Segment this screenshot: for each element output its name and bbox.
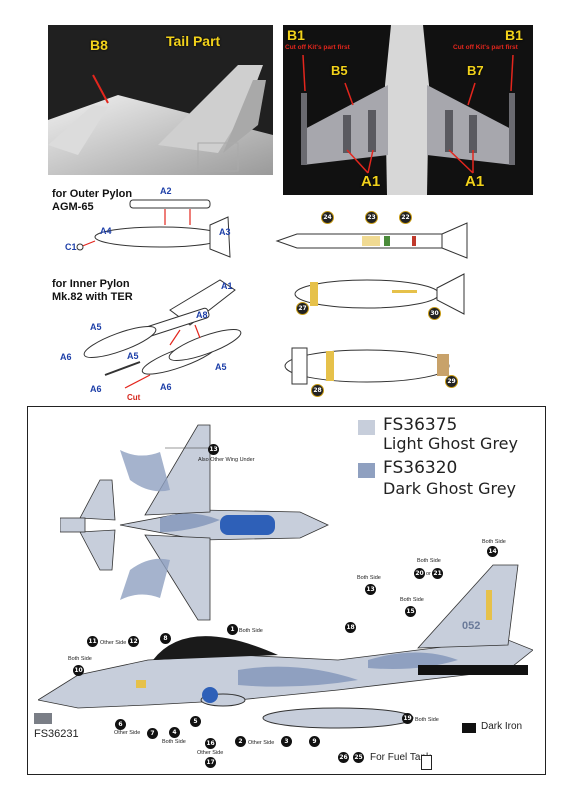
fuel-tank-note: For Fuel Tank — [370, 752, 431, 763]
stores-drawing — [275, 222, 468, 385]
callout-1-note: Both Side — [239, 628, 263, 634]
callout-13-plan: 13 — [208, 444, 219, 455]
callout-13-note: Both Side — [357, 575, 381, 581]
callout-17: 17 — [205, 757, 216, 768]
mk82-ter-assembly-drawing — [83, 279, 242, 389]
outer-pylon-heading-2: AGM-65 — [52, 201, 94, 213]
callout-8: 8 — [160, 633, 171, 644]
outer-pylon-heading-1: for Outer Pylon — [52, 188, 133, 200]
callout-2: 2 — [235, 736, 246, 747]
label-b1-right: B1 — [505, 27, 523, 43]
callout-20-or: or — [426, 571, 431, 577]
swatch-light-ghost-grey — [358, 420, 375, 435]
part-a5-c: A5 — [215, 362, 227, 372]
callout-5: 5 — [190, 716, 201, 727]
part-a2: A2 — [160, 186, 172, 196]
label-cut: Cut — [127, 393, 141, 402]
photo-tail-part: B8 Tail Part — [48, 25, 273, 175]
pylons-photo-drawing — [283, 25, 533, 195]
part-a8: A8 — [196, 310, 208, 320]
part-a4: A4 — [100, 226, 112, 236]
callout-4: 4 — [169, 727, 180, 738]
callout-10-note: Both Side — [68, 656, 92, 662]
part-a5-a: A5 — [90, 322, 102, 332]
callout-16-note: Other Side — [197, 750, 224, 756]
label-a1-left: A1 — [361, 173, 381, 190]
callout-13: 13 — [365, 584, 376, 595]
legend-name-2: Dark Ghost Grey — [383, 479, 517, 498]
tail-number: 052 — [462, 620, 481, 632]
callout-11: 11 — [87, 636, 98, 647]
plan-view-note: Also Other Wing Under — [198, 457, 255, 463]
callout-7: 7 — [147, 728, 158, 739]
note-cut-right: Cut off Kit's part first — [453, 44, 518, 51]
part-a6-a: A6 — [60, 352, 72, 362]
callout-20: 20 — [414, 568, 425, 579]
agm65-assembly-drawing — [76, 199, 231, 258]
callout-23: 23 — [365, 211, 378, 224]
callout-21: 21 — [432, 568, 443, 579]
callout-6-note: Other Side — [114, 730, 141, 736]
callout-9: 9 — [309, 736, 320, 747]
note-cut-left: Cut off Kit's part first — [285, 44, 350, 51]
part-a6-b: A6 — [90, 384, 102, 394]
callout-14-note: Both Side — [482, 539, 506, 545]
callout-4-note: Both Side — [162, 739, 186, 745]
small-tank-icon — [421, 755, 432, 770]
callout-22: 22 — [399, 211, 412, 224]
callout-10: 10 — [73, 665, 84, 676]
inner-pylon-heading-1: for Inner Pylon — [52, 278, 130, 290]
callout-15: 15 — [405, 606, 416, 617]
part-c1: C1 — [65, 242, 77, 252]
callout-6: 6 — [115, 719, 126, 730]
callout-14: 14 — [487, 546, 498, 557]
callout-3: 3 — [281, 736, 292, 747]
legend-name-1: Light Ghost Grey — [383, 434, 518, 453]
label-b1-left: B1 — [287, 27, 305, 43]
label-tail-part: Tail Part — [166, 33, 221, 49]
inner-pylon-heading-2: Mk.82 with TER — [52, 291, 133, 303]
swatch-fs36231 — [34, 713, 52, 724]
callout-19: 19 — [402, 713, 413, 724]
legend-code-2: FS36320 — [383, 458, 458, 478]
plan-view-drawing — [60, 424, 329, 621]
callout-30: 30 — [428, 307, 441, 320]
painting-guide-frame — [27, 406, 546, 775]
part-a6-c: A6 — [160, 382, 172, 392]
callout-1: 1 — [227, 624, 238, 635]
label-a1-right: A1 — [465, 173, 485, 190]
swatch-dark-iron — [462, 723, 476, 733]
part-a1: A1 — [221, 281, 233, 291]
legend-code-1: FS36375 — [383, 415, 458, 435]
fs36231-code: FS36231 — [34, 728, 79, 740]
dark-iron-label: Dark Iron — [481, 721, 523, 732]
tail-part-photo-drawing — [48, 25, 273, 175]
callout-24: 24 — [321, 211, 334, 224]
side-view-drawing — [38, 564, 533, 729]
callout-11-note: Other Side — [100, 640, 127, 646]
callout-27: 27 — [296, 302, 309, 315]
callout-15-note: Both Side — [400, 597, 424, 603]
callout-12: 12 — [128, 636, 139, 647]
callout-19-note: Both Side — [415, 717, 439, 723]
callout-29: 29 — [445, 375, 458, 388]
photo-pylons: B1 Cut off Kit's part first B1 Cut off K… — [283, 25, 533, 195]
callout-26: 26 — [338, 752, 349, 763]
callout-16: 16 — [205, 738, 216, 749]
swatch-dark-ghost-grey — [358, 463, 375, 478]
label-b8: B8 — [90, 37, 108, 53]
callout-2-note: Other Side — [248, 740, 275, 746]
part-a5-b: A5 — [127, 351, 139, 361]
callout-25: 25 — [353, 752, 364, 763]
label-b5: B5 — [331, 63, 348, 78]
part-a3: A3 — [219, 227, 231, 237]
callout-20-note: Both Side — [417, 558, 441, 564]
callout-18: 18 — [345, 622, 356, 633]
label-b7: B7 — [467, 63, 484, 78]
callout-28: 28 — [311, 384, 324, 397]
